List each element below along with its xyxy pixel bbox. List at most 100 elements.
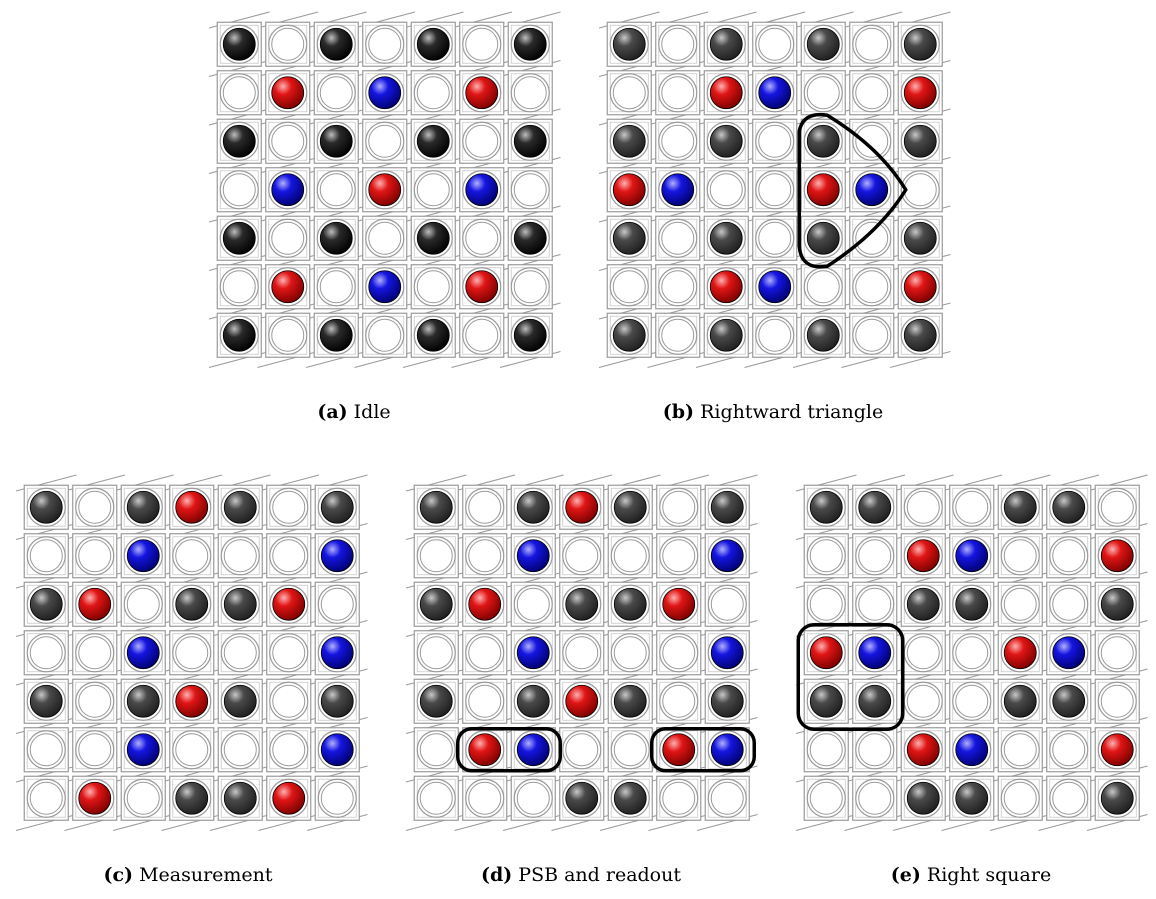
lattice-site [606,215,652,261]
lattice-site [655,118,701,164]
lattice-site [217,775,263,821]
lattice-site [314,581,360,627]
lattice-site [510,775,556,821]
lattice-site [655,70,701,116]
lattice-site [23,775,69,821]
caption-c: (c) Measurement [103,864,272,886]
gray-dot [710,684,744,718]
lattice-site [703,70,749,116]
lattice-site [507,312,553,358]
blue-dot [955,539,989,573]
gray-dot [223,781,257,815]
lattice-site [897,215,943,261]
lattice-site [559,533,605,579]
lattice-site [462,727,508,773]
lattice-site [559,775,605,821]
lattice-site [266,775,312,821]
lattice-site [852,678,898,724]
lattice-site [704,533,750,579]
panel-d [405,474,758,832]
red-dot [465,270,499,304]
lattice-site [23,678,69,724]
lattice-site [266,581,312,627]
gray-dot [320,490,354,524]
lattice-site [656,533,702,579]
lattice-site [217,581,263,627]
lattice-site [997,775,1043,821]
lattice-site [852,727,898,773]
blue-dot [710,636,744,670]
lattice-site [410,167,456,213]
blue-dot [1052,636,1086,670]
gray-dot [29,587,63,621]
lattice-site [803,581,849,627]
lattice-site [655,264,701,310]
lattice-site [72,678,118,724]
lattice-site [413,581,459,627]
lattice-site [266,678,312,724]
black-dot [513,124,547,158]
gray-dot [516,684,550,718]
lattice-site [897,118,943,164]
red-dot [809,636,843,670]
lattice-site [803,678,849,724]
black-dot [416,124,450,158]
gray-dot [419,490,453,524]
lattice-site [606,312,652,358]
lattice-site [655,215,701,261]
blue-dot [710,733,744,767]
lattice-site [803,533,849,579]
lattice-site [362,264,408,310]
black-dot [513,318,547,352]
red-dot [903,76,937,110]
lattice-site [949,484,995,530]
lattice-site [169,775,215,821]
gray-dot [175,781,209,815]
lattice-site [1094,630,1140,676]
gray-dot [809,684,843,718]
lattice-site [413,533,459,579]
lattice-site [314,484,360,530]
gray-dot [613,684,647,718]
gray-dot [903,27,937,61]
lattice-site [704,775,750,821]
lattice-site [607,678,653,724]
lattice-site [1094,484,1140,530]
gray-dot [955,587,989,621]
lattice-site [803,775,849,821]
lattice-site [313,312,359,358]
lattice-site [997,678,1043,724]
lattice-site [462,630,508,676]
pair-outline [456,727,562,773]
lattice-site [849,118,895,164]
lattice-site [314,678,360,724]
black-dot [416,318,450,352]
lattice-site [949,775,995,821]
lattice-site [900,484,946,530]
lattice-site [606,21,652,67]
lattice-site [462,678,508,724]
lattice-site [459,312,505,358]
lattice-site [410,215,456,261]
lattice-site [217,678,263,724]
lattice-site [314,775,360,821]
lattice-site [1046,630,1092,676]
lattice-site [507,118,553,164]
lattice-site [997,581,1043,627]
lattice-site [607,630,653,676]
red-dot [272,587,306,621]
lattice-site [410,118,456,164]
lattice-site [266,630,312,676]
lattice-site [703,312,749,358]
lattice-site [559,484,605,530]
lattice-site [849,70,895,116]
lattice-site [72,581,118,627]
lattice-site [656,775,702,821]
black-dot [222,221,256,255]
lattice-site [559,581,605,627]
black-dot [416,221,450,255]
black-dot [513,221,547,255]
lattice-site [216,215,262,261]
gray-dot [612,27,646,61]
black-dot [319,318,353,352]
